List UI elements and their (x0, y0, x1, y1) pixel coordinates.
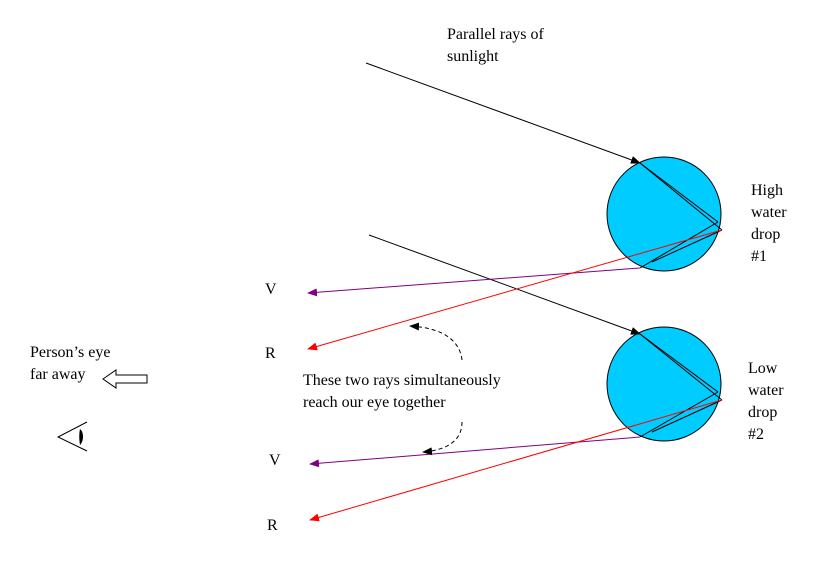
low-drop-label-line-2: water (748, 382, 784, 399)
sun-ray-top (365, 62, 641, 164)
eye-caption-line-1: Person’s eye (30, 344, 111, 361)
dashed-arrow-upper (409, 322, 463, 361)
note-caption-line-2: reach our eye together (303, 394, 446, 411)
red-ray-top (307, 229, 723, 351)
red-ray-bottom (309, 399, 723, 522)
dashed-arrow-lower (422, 421, 463, 456)
high-drop-label-line-4: #1 (751, 248, 767, 265)
violet-ray-top (307, 267, 641, 297)
high-drop-label-line-1: High (751, 182, 783, 199)
high-water-drop (606, 156, 722, 272)
eye-icon (56, 421, 88, 452)
sun-ray-bottom (368, 234, 641, 335)
violet-label-bottom: V (269, 452, 281, 469)
high-drop-label-line-3: drop (751, 226, 781, 243)
hollow-arrow-left-icon (102, 369, 148, 389)
low-drop-label-line-1: Low (748, 360, 778, 377)
sunlight-caption-line-2: sunlight (447, 48, 499, 65)
violet-label-top: V (265, 281, 277, 298)
low-drop-label-line-3: drop (748, 404, 778, 421)
low-water-drop (606, 326, 722, 442)
internal-rays-drop-2 (639, 333, 723, 438)
violet-ray-bottom (309, 436, 641, 468)
sunlight-caption-line-1: Parallel rays of (447, 26, 544, 43)
low-drop-label-line-4: #2 (748, 426, 764, 443)
eye-caption-line-2: far away (30, 366, 86, 383)
note-caption-line-1: These two rays simultaneously (303, 372, 501, 389)
internal-rays-drop-1 (639, 162, 723, 269)
red-label-top: R (265, 345, 276, 362)
red-label-bottom: R (267, 517, 278, 534)
high-drop-label-line-2: water (751, 204, 787, 221)
